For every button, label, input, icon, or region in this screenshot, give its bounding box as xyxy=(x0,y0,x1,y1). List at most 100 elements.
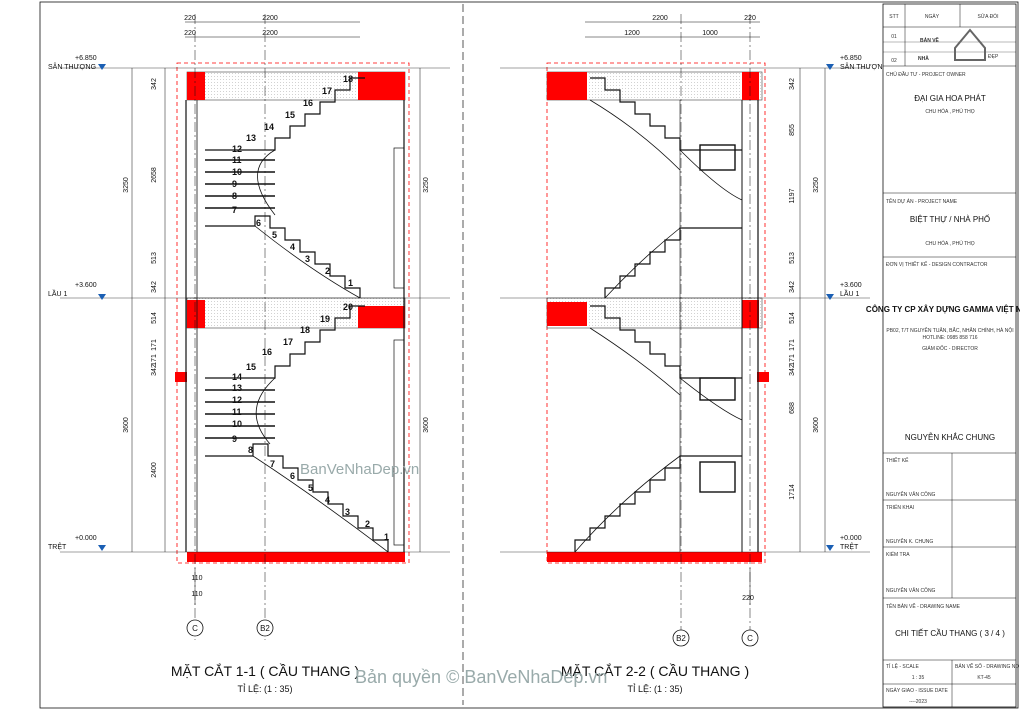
grid-bubble-b2 xyxy=(256,619,274,637)
bottom-dimension: 220 xyxy=(742,595,754,602)
right-dimension: 513 xyxy=(789,252,796,264)
level-value: +6.850 xyxy=(840,55,862,62)
winder-treads-upper xyxy=(205,159,275,209)
step-number: 11 xyxy=(232,155,242,165)
right-dimension: 342 xyxy=(789,281,796,293)
level-name: LẦU 1 xyxy=(840,288,860,298)
step-number: 9 xyxy=(232,434,237,444)
floor-beam-red xyxy=(547,302,587,326)
wall-column-red-2 xyxy=(187,300,205,328)
top-dimension: 1200 xyxy=(624,30,640,37)
sheet-border xyxy=(39,1,1019,709)
window-lower xyxy=(699,461,736,493)
right-dimension: 1714 xyxy=(789,484,796,500)
left-dimension: 342 xyxy=(151,364,158,376)
lower-flight-a xyxy=(205,443,389,552)
house-logo-icon xyxy=(954,28,986,61)
contractor-hotline: HOTLINE: 0985 858 716 xyxy=(922,335,977,341)
top-dimension: 1000 xyxy=(702,30,718,37)
door-frame-lower xyxy=(393,339,405,546)
step-number: 5 xyxy=(308,483,313,493)
level-name: TRỆT xyxy=(840,542,859,551)
top-dimension: 220 xyxy=(744,15,756,22)
grid-bubble-c xyxy=(741,629,759,647)
drawing-name: CHI TIẾT CẦU THANG ( 3 / 4 ) xyxy=(895,628,1005,638)
lintel-red xyxy=(757,372,769,382)
floor-beam-red xyxy=(358,306,405,328)
wall-column-red-2 xyxy=(742,300,759,328)
checker-name: NGUYỄN VĂN CÔNG xyxy=(886,587,936,594)
project-place: CHU HÓA , PHÚ THỌ xyxy=(925,240,974,247)
left-dimension: 514 xyxy=(151,312,158,324)
step-number: 14 xyxy=(264,122,274,132)
wall-column-red xyxy=(742,72,759,100)
grid-bubble-b2 xyxy=(672,629,690,647)
step-number: 3 xyxy=(345,507,350,517)
top-dimension: 2200 xyxy=(262,15,278,22)
project-label: TÊN DỰ ÁN - PROJECT NAME xyxy=(886,197,958,205)
upper-flight-a xyxy=(590,77,742,151)
owner-name: ĐẠI GIA HOA PHÁT xyxy=(914,94,986,103)
right-dimension: 855 xyxy=(789,124,796,136)
step-number: 8 xyxy=(248,445,253,455)
winder-treads-lower xyxy=(205,389,275,439)
project-name: BIỆT THỰ / NHÀ PHỐ xyxy=(910,214,990,224)
developer-label: TRIỂN KHAI xyxy=(886,504,914,511)
level-value: +3.600 xyxy=(840,282,862,289)
grid-label: B2 xyxy=(260,624,270,633)
step-number: 15 xyxy=(285,110,295,120)
lintel-red xyxy=(175,372,187,382)
drawing-no-label: BẢN VẼ SỐ - DRAWING NO xyxy=(955,663,1019,670)
checker-label: KIỂM TRA xyxy=(886,551,910,558)
height-dimension: 3250 xyxy=(813,177,820,193)
right-dimension: 1197 xyxy=(789,188,796,203)
level-marker-icon xyxy=(826,64,834,70)
top-dimension: 2200 xyxy=(652,15,668,22)
section-scale: TỈ LỆ: (1 : 35) xyxy=(627,683,682,694)
step-number: 15 xyxy=(246,362,256,372)
roof-beam-red xyxy=(547,72,587,100)
level-marker-icon xyxy=(826,294,834,300)
left-dimension: 2400 xyxy=(151,462,158,478)
step-number: 18 xyxy=(300,325,310,335)
drawing-no: KT-45 xyxy=(977,675,991,681)
step-number: 7 xyxy=(232,205,237,215)
section-title: MẶT CẮT 2-2 ( CẦU THANG ) xyxy=(561,662,749,679)
left-dimension: 171 xyxy=(151,339,158,351)
left-dimension: 171 xyxy=(151,354,158,366)
contractor-label: ĐƠN VỊ THIẾT KẾ - DESIGN CONTRACTOR xyxy=(886,261,988,268)
watermark-bottom: Bản quyền © BanVeNhaDep.vn xyxy=(355,667,607,687)
level-name: SÂN THƯỢNG xyxy=(48,62,96,71)
logo-text: NHÀ xyxy=(918,55,929,62)
step-number: 1 xyxy=(348,278,353,288)
issue-date-value: ----2023 xyxy=(909,699,927,705)
grid-label: C xyxy=(747,634,753,643)
height-dimension: 3600 xyxy=(813,417,820,433)
window-middle xyxy=(699,377,736,401)
step-number: 6 xyxy=(256,218,261,228)
contractor-address: PB02, T/T NGUYỄN TUÂN, BẮC, NHÂN CHÍNH, … xyxy=(886,326,1013,334)
step-number: 16 xyxy=(262,347,272,357)
step-number: 11 xyxy=(232,407,242,417)
step-number: 10 xyxy=(232,419,242,429)
right-dimension: 514 xyxy=(789,312,796,324)
top-dimension: 220 xyxy=(184,15,196,22)
left-dimension: 342 xyxy=(151,281,158,293)
height-dimension: 3250 xyxy=(123,177,130,193)
grid-bubble-c xyxy=(186,619,204,637)
level-name: SÂN THƯỢNG xyxy=(840,62,888,71)
level-value: +3.600 xyxy=(75,282,97,289)
bottom-dimension: 110 xyxy=(191,575,202,582)
ground-beam-red xyxy=(187,552,405,562)
window-upper xyxy=(699,144,736,171)
level-marker-icon xyxy=(98,64,106,70)
lower-flight-a xyxy=(590,305,742,379)
height-dimension: 3600 xyxy=(123,417,130,433)
step-number: 4 xyxy=(325,495,330,505)
rev-row: 01 xyxy=(891,34,897,40)
step-number: 5 xyxy=(272,230,277,240)
upper-flight-b xyxy=(604,227,742,298)
